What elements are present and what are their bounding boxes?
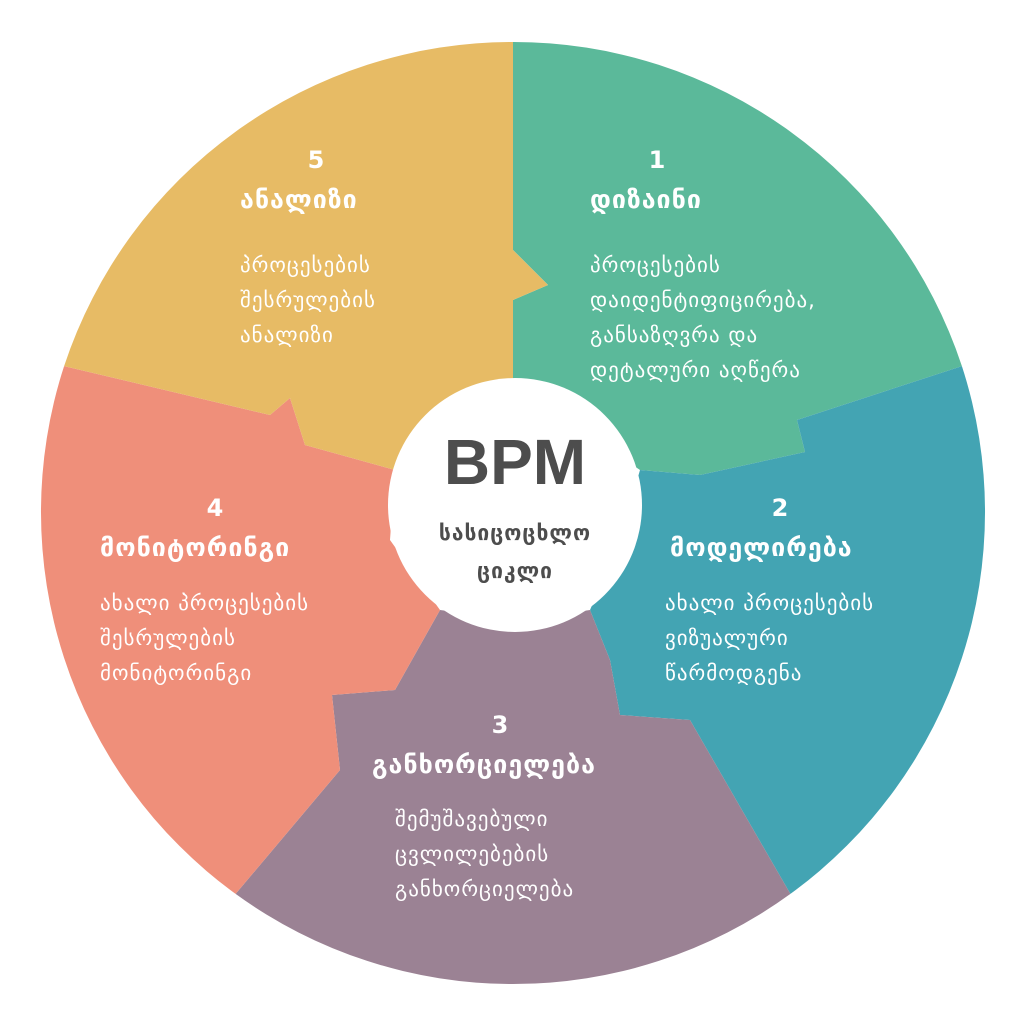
segment-monitoring: 4 მონიტორინგი ახალი პროცესების შესრულები… [40, 366, 440, 894]
center-hub: BPM სასიცოცხლო ციკლი [388, 378, 642, 632]
segment-implementation-desc-line1: შემუშავებული [395, 807, 549, 831]
segment-analysis: 5 ანალიზი პროცესების შესრულების ანალიზი [64, 41, 548, 470]
segment-modeling-title: მოდელირება [670, 533, 853, 562]
segment-monitoring-desc-line3: მონიტორინგი [100, 661, 252, 685]
segment-implementation-number: 3 [492, 711, 509, 739]
center-title: BPM [444, 426, 586, 498]
segment-analysis-desc-line3: ანალიზი [240, 323, 334, 347]
segment-implementation: 3 განხორციელება შემუშავებული ცვლილებების… [235, 610, 791, 985]
segment-design-desc-line2: დაიდენტიფიცირება, [590, 288, 816, 312]
segment-modeling-desc-line2: ვიზუალური [665, 626, 789, 650]
segment-monitoring-desc-line1: ახალი პროცესების [100, 591, 309, 615]
segment-modeling-desc-line1: ახალი პროცესების [665, 591, 874, 615]
segment-analysis-desc-line2: შესრულების [240, 288, 376, 312]
segment-monitoring-title: მონიტორინგი [100, 533, 290, 562]
center-circle [388, 378, 642, 632]
segment-modeling: 2 მოდელირება ახალი პროცესების ვიზუალური … [590, 366, 986, 894]
segment-implementation-desc-line3: განხორციელება [395, 877, 574, 901]
segment-monitoring-desc-line2: შესრულების [100, 626, 236, 650]
segment-analysis-desc-line1: პროცესების [240, 253, 371, 277]
center-subtitle-line2: ციკლი [477, 559, 553, 583]
segment-implementation-desc-line2: ცვლილებების [395, 842, 549, 866]
segment-design-desc-line4: დეტალური აღწერა [590, 358, 801, 382]
segment-design-title: დიზაინი [590, 185, 702, 214]
segment-implementation-title: განხორციელება [372, 750, 596, 779]
segment-design-desc-line1: პროცესების [590, 253, 721, 277]
center-subtitle-line1: სასიცოცხლო [439, 521, 591, 545]
segment-analysis-shape [64, 41, 548, 470]
segment-modeling-desc-line3: წარმოდგენა [665, 661, 802, 685]
segment-analysis-number: 5 [308, 146, 325, 174]
segment-design-shape [513, 41, 962, 476]
segment-monitoring-number: 4 [207, 494, 224, 522]
segment-implementation-shape [235, 610, 791, 985]
segment-analysis-title: ანალიზი [240, 185, 358, 214]
segment-design-desc-line3: განსაზღვრა და [590, 323, 758, 347]
segment-design: 1 დიზაინი პროცესების დაიდენტიფიცირება, გ… [513, 41, 962, 476]
segment-monitoring-shape [40, 366, 440, 894]
segment-modeling-number: 2 [772, 494, 789, 522]
segment-modeling-shape [590, 366, 986, 894]
segment-design-number: 1 [649, 146, 666, 174]
